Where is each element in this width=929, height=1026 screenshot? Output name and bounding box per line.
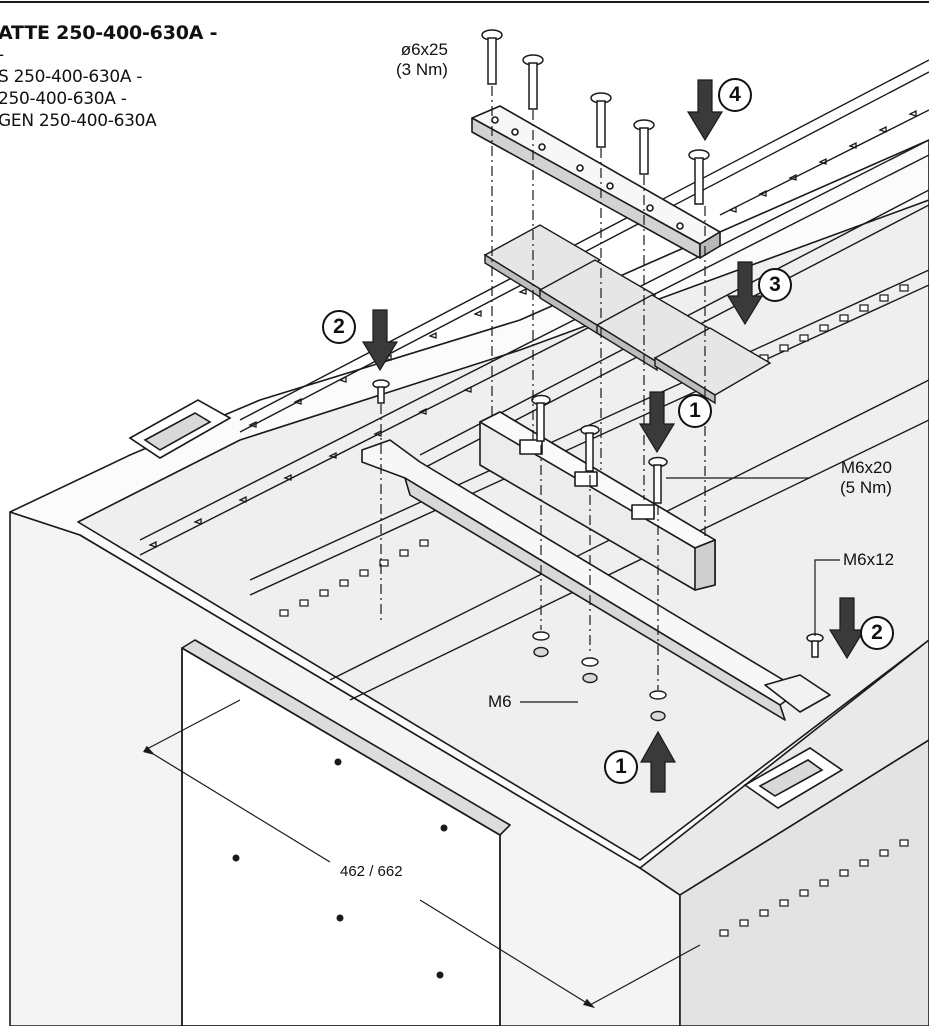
mounting-bracket xyxy=(361,439,831,721)
label-screw-side: M6x12 xyxy=(843,550,895,569)
front-rail-slots xyxy=(279,284,909,937)
step-badge-2a: 2 xyxy=(322,310,356,344)
arrow-step-4 xyxy=(686,79,724,142)
arrow-step-2-left xyxy=(361,309,399,372)
dimension-line xyxy=(143,699,701,1009)
title-line-3: S 250-400-630A - xyxy=(0,67,143,87)
arrow-step-1-top xyxy=(638,391,676,454)
left-latch xyxy=(128,399,232,459)
label-screw-mid: M6x20 (5 Nm) xyxy=(840,458,892,498)
top-screws xyxy=(481,29,710,205)
right-latch xyxy=(743,747,844,809)
label-screw-mid-size: M6x20 xyxy=(840,458,892,477)
screw-mid-3 xyxy=(648,456,668,504)
nuts-washers xyxy=(532,631,667,722)
screw-mid-2 xyxy=(580,424,600,472)
step-badge-1a: 1 xyxy=(678,394,712,428)
label-screw-top-size: ø6x25 xyxy=(400,40,448,59)
title-line-4: 250-400-630A - xyxy=(0,89,127,109)
alignment-lines xyxy=(380,86,706,690)
lower-support-block xyxy=(479,411,716,591)
screw-top-4 xyxy=(633,119,655,175)
cabinet-right-side xyxy=(679,739,929,1026)
label-dimension: 462 / 662 xyxy=(340,863,403,880)
arrow-step-1-bottom xyxy=(639,730,677,793)
door-screws xyxy=(232,758,448,979)
title-line-1: ATTE 250-400-630A - xyxy=(0,22,218,44)
step-badge-1b: 1 xyxy=(604,750,638,784)
mid-screws xyxy=(372,379,824,658)
step-badge-2b: 2 xyxy=(860,616,894,650)
step-badge-3: 3 xyxy=(758,268,792,302)
screw-side-right xyxy=(806,633,824,658)
label-screw-top: ø6x25 (3 Nm) xyxy=(396,40,448,80)
arrow-step-2-right xyxy=(828,597,866,660)
busbar-clamps xyxy=(483,224,772,405)
arrow-step-3 xyxy=(726,261,764,326)
screw-side-left xyxy=(372,379,390,404)
screw-top-2 xyxy=(522,54,544,110)
cabinet-body xyxy=(9,139,929,1026)
screw-top-3 xyxy=(590,92,612,148)
screw-top-1 xyxy=(481,29,503,85)
title-line-2: - xyxy=(0,44,217,66)
screw-top-5 xyxy=(688,149,710,205)
label-nut: M6 xyxy=(488,692,512,711)
direction-arrows xyxy=(361,79,866,793)
step-badge-4: 4 xyxy=(718,78,752,112)
label-screw-top-torque: (3 Nm) xyxy=(396,60,448,79)
upper-clamp-bar xyxy=(471,105,721,259)
label-screw-mid-torque: (5 Nm) xyxy=(840,478,892,497)
title-block: ATTE 250-400-630A - - S 250-400-630A - 2… xyxy=(0,22,218,132)
door-panel-bevel xyxy=(181,639,511,836)
leader-lines xyxy=(520,477,840,703)
screw-mid-1 xyxy=(531,394,551,442)
title-line-5: GEN 250-400-630A xyxy=(0,111,157,131)
rail-perforations xyxy=(148,109,917,548)
